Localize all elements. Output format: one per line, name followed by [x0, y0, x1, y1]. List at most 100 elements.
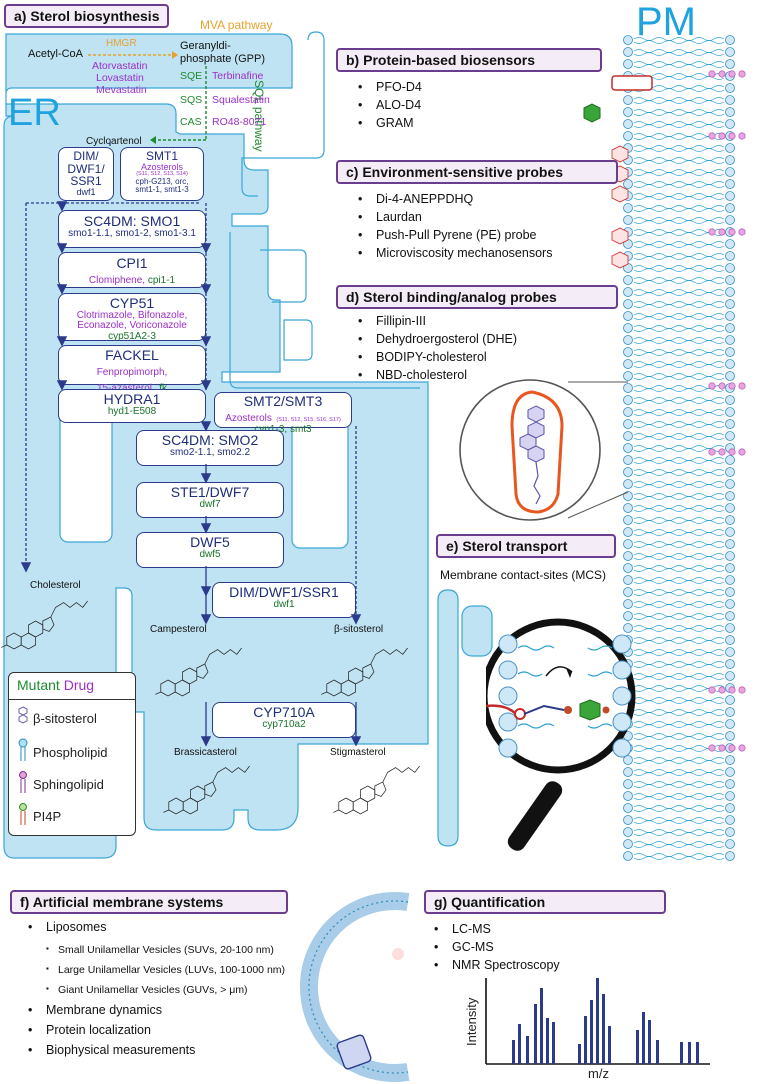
smt1-box: SMT1 Azosterols (S11, S12, S13, S14) cph… [120, 147, 204, 201]
sc4dm-smo1-mutant: smo1-1.1, smo1-2, smo1-3.1 [68, 227, 196, 239]
panel-f-subitem-3: Giant Unilamellar Vesicles (GUVs, > μm) [46, 984, 248, 996]
legend-box: Mutant Drug β-sitosterol Phospholipid Sp… [8, 672, 136, 836]
panel-d-item-1: Fillipin-III [358, 314, 426, 328]
pm-headgroup-inner [623, 95, 633, 105]
pm-lipid-tail [633, 400, 725, 404]
sphingolipid-marker [708, 70, 716, 78]
pm-lipid-tail [633, 268, 725, 272]
pm-lipid-tail [633, 856, 725, 860]
pm-headgroup-outer [725, 395, 735, 405]
pm-headgroup-outer [725, 299, 735, 309]
ms-xlabel: m/z [588, 1066, 609, 1081]
ms-peak [512, 1040, 515, 1064]
dim2-name: DIM/DWF1/SSR1 [229, 584, 339, 600]
pm-lipid-tail [633, 472, 725, 476]
pm-headgroup-inner [623, 491, 633, 501]
liposome-drawing [300, 892, 410, 1082]
hmgr-drug-3: Mevastatin [96, 84, 147, 96]
pm-lipid-tail [633, 448, 725, 452]
env-probe-icon [611, 145, 629, 163]
panel-g-item-3: NMR Spectroscopy [434, 958, 560, 972]
pm-headgroup-inner [623, 275, 633, 285]
ms-ylabel: Intensity [464, 997, 479, 1046]
legend-icons [18, 706, 28, 825]
pm-lipid-tail [633, 613, 725, 617]
pm-lipid-tail [633, 517, 725, 521]
pm-headgroup-inner [623, 767, 633, 777]
panel-f-item-2: Membrane dynamics [28, 1003, 162, 1017]
pm-headgroup-inner [623, 563, 633, 573]
pm-headgroup-outer [725, 95, 735, 105]
hmgr-drug-2: Lovastatin [96, 72, 144, 84]
pm-headgroup-inner [623, 347, 633, 357]
pm-lipid-tail [633, 640, 725, 644]
ms-peak [656, 1040, 659, 1064]
pm-headgroup-outer [725, 275, 735, 285]
pm-lipid-tail [633, 349, 725, 353]
ro48-label: RO48-8071 [212, 116, 267, 128]
pm-lipid-tail [633, 301, 725, 305]
pm-lipid-tail [633, 697, 725, 701]
panel-d-item-3: BODIPY-cholesterol [358, 350, 487, 364]
pm-lipid-tail [633, 148, 725, 152]
pm-lipid-tail [633, 604, 725, 608]
ms-peak [518, 1024, 521, 1064]
pm-lipid-tail [633, 316, 725, 320]
sc4dm-smo1-name: SC4DM: SMO1 [83, 213, 181, 229]
ms-peak [578, 1044, 581, 1064]
dwf5-box: DWF5 dwf5 [136, 532, 284, 568]
pm-lipid-tail [633, 304, 725, 308]
panel-f-item-4: Biophysical measurements [28, 1043, 195, 1057]
legend-phospholipid: Phospholipid [33, 745, 108, 760]
pm-headgroup-outer [725, 515, 735, 525]
panel-c-item-4: Microviscosity mechanosensors [358, 246, 552, 260]
pm-headgroup-outer [725, 323, 735, 333]
pm-lipid-tail [633, 280, 725, 284]
pm-headgroup-outer [725, 47, 735, 57]
pm-headgroup-outer [725, 431, 735, 441]
pm-headgroup-outer [725, 791, 735, 801]
panel-b-title: b) Protein-based biosensors [336, 48, 602, 72]
pm-lipid-tail [633, 505, 725, 509]
pm-lipid-tail [633, 829, 725, 833]
cpi1-box: CPI1 Clomiphene, cpi1-1 [58, 252, 206, 288]
pm-lipid-tail [633, 412, 725, 416]
pm-headgroup-inner [623, 611, 633, 621]
sphingolipid-marker [728, 448, 736, 456]
sitosterol-icon [18, 706, 28, 716]
pm-headgroup-outer [725, 59, 735, 69]
sphingolipid-marker [708, 132, 716, 140]
pm-lipid-tail [633, 205, 725, 209]
env-probe-icon [611, 227, 629, 245]
pm-headgroup-inner [623, 131, 633, 141]
panel-e-subtitle: Membrane contact-sites (MCS) [440, 568, 607, 582]
smt23-drug-sub: (S11, S12, S15, S16, S17) [276, 416, 341, 423]
pm-headgroup-inner [623, 287, 633, 297]
pm-lipid-tail [633, 361, 725, 365]
legend-header: Mutant Drug [17, 677, 94, 693]
pm-lipid-tail [633, 352, 725, 356]
cpi1-drug: Clomiphene [88, 274, 143, 286]
pm-headgroup-inner [623, 587, 633, 597]
dwf5-mutant: dwf5 [199, 548, 221, 560]
sc4dm-smo1-box: SC4DM: SMO1 smo1-1.1, smo1-2, smo1-3.1 [58, 210, 206, 248]
legend-drug: Drug [63, 677, 95, 693]
pm-headgroup-outer [725, 407, 735, 417]
sphingolipid-marker [708, 448, 716, 456]
pm-headgroup-outer [725, 695, 735, 705]
pm-lipid-tail [633, 853, 725, 857]
pm-headgroup-outer [725, 359, 735, 369]
fackel-drug: Fenpropimorph, 15-azasterol, [96, 366, 168, 394]
pm-lipid-tail [633, 601, 725, 605]
pm-lipid-tail [633, 109, 725, 113]
pm-headgroup-outer [725, 671, 735, 681]
panel-c-item-1: Di-4-ANEPPDHQ [358, 192, 473, 206]
sphingolipid-marker [718, 382, 726, 390]
fackel-name: FACKEL [105, 347, 159, 363]
pm-lipid-tail [633, 253, 725, 257]
pm-lipid-tail [633, 772, 725, 776]
pm-headgroup-inner [623, 599, 633, 609]
pm-headgroup-inner [623, 119, 633, 129]
hmgr-drug-1: Atorvastatin [92, 60, 148, 72]
pm-headgroup-inner [623, 815, 633, 825]
